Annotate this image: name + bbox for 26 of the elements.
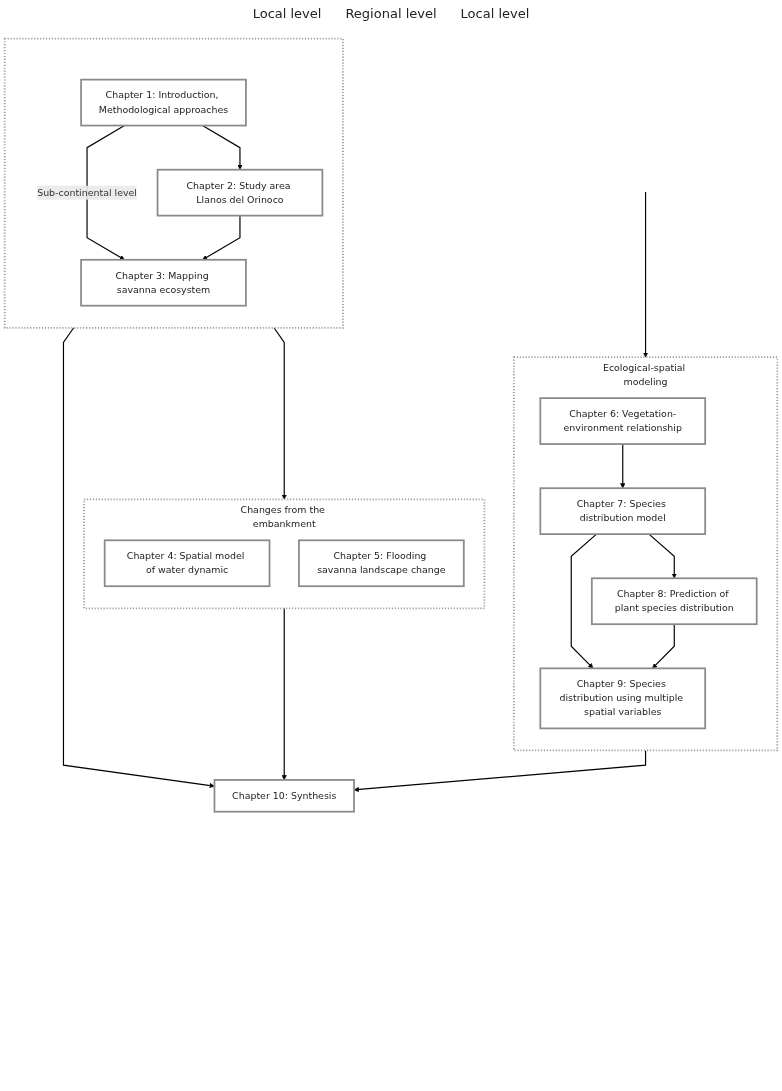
node-box: Chapter 4: Spatial model of water dynamic [103,539,271,588]
arrow [652,623,675,669]
level-label: Local level [252,6,322,23]
level-label: Local level [460,6,530,23]
node-box: Chapter 8: Prediction of plant species distribution [590,577,758,626]
node-box: Chapter 3: Mapping savanna ecosystem [80,258,247,307]
arrow [620,443,626,489]
node-box: Chapter 9: Species distribution using multiple spatial variables [539,667,707,730]
arrow [201,124,243,170]
node-box: Chapter 7: Species distribution model [539,487,707,535]
arrow [648,533,677,579]
arrow [86,124,126,260]
node-box: Chapter 5: Flooding savanna landscape change [298,539,465,588]
cluster [3,37,344,329]
node-box: Chapter 1: Introduction, Methodological approaches [80,78,247,127]
edge-label: Sub-continental level [37,186,137,198]
node-box: Chapter 6: Vegetation-environment relationship [539,397,707,445]
node-box: Chapter 10: Synthesis [213,779,355,813]
arrow [642,191,649,358]
node-box: Chapter 2: Study area Llanos del Orinoco [156,168,324,217]
arrow [570,533,598,669]
arrow [273,327,287,500]
level-label: Regional level [345,6,437,23]
arrow [281,607,287,781]
arrow [202,215,241,260]
arrow [62,327,215,789]
